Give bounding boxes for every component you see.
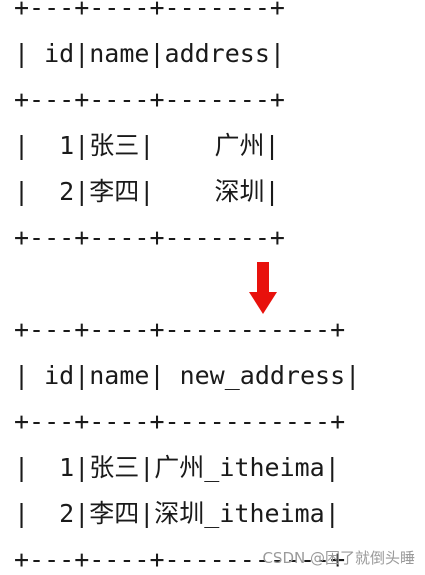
down-arrow-icon xyxy=(249,262,277,314)
table-after-bottom-border: +---+----+-----------+ xyxy=(14,545,346,574)
table-after-header-border: +---+----+-----------+ xyxy=(14,407,346,436)
table-after-row-1: | 1|张三|广州_itheima| xyxy=(14,453,340,482)
table-before-header-row: | id|name|address| xyxy=(14,39,285,68)
table-after-row-2: | 2|李四|深圳_itheima| xyxy=(14,499,340,528)
table-before-row-1: | 1|张三| 广州| xyxy=(14,131,280,160)
watermark: CSDN @困了就倒头睡 xyxy=(262,549,415,567)
table-after-top-border: +---+----+-----------+ xyxy=(14,315,346,344)
table-after-header-row: | id|name| new_address| xyxy=(14,361,361,390)
table-before-bottom-border: +---+----+-------+ xyxy=(14,223,285,252)
table-before-row-2: | 2|李四| 深圳| xyxy=(14,177,280,206)
table-before-top-border: +---+----+-------+ xyxy=(14,0,285,22)
table-before-header-border: +---+----+-------+ xyxy=(14,85,285,114)
